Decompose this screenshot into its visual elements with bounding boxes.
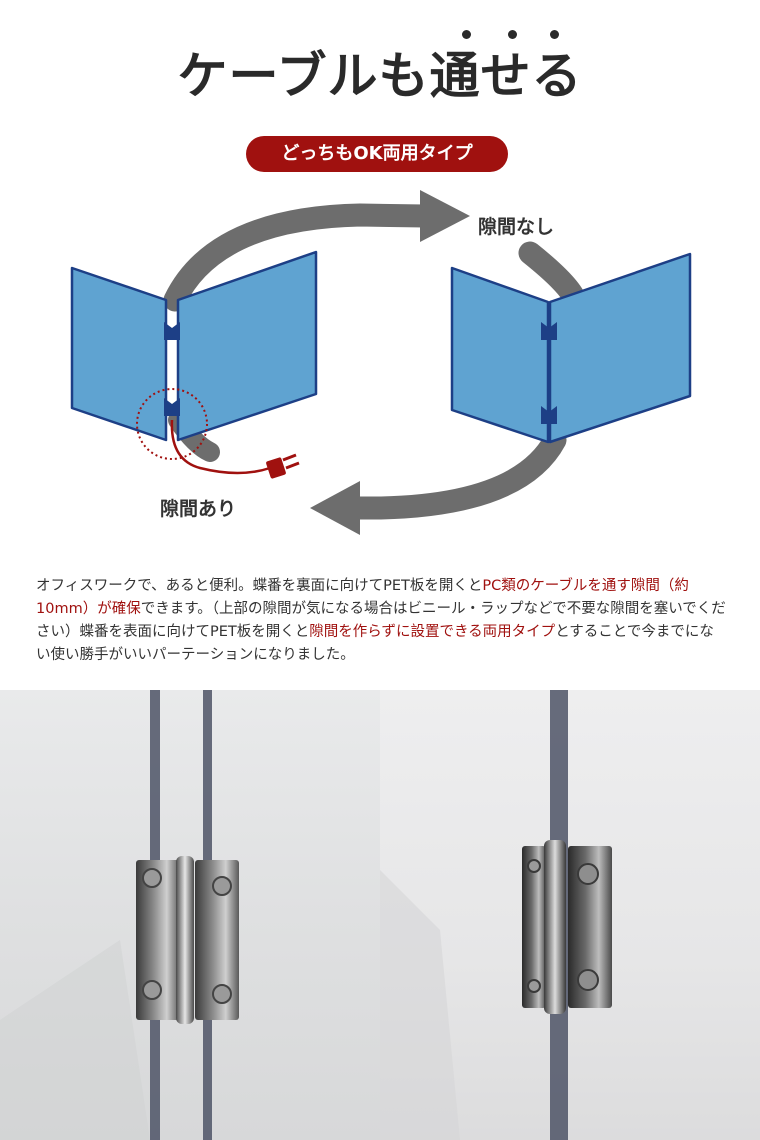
desc-part-1: オフィスワークで、あると便利。蝶番を裏面に向けてPET板を開くと bbox=[36, 578, 483, 594]
photo-hinge-no-gap bbox=[380, 690, 760, 1140]
hinge-icon bbox=[164, 322, 180, 416]
desc-part-2: できます。（上部の隙間が気になる場合はビニール・ラップなどで不要な隙間を塞いでく… bbox=[36, 601, 726, 640]
arrow-head-right bbox=[420, 190, 470, 242]
left-panel-b bbox=[176, 250, 318, 442]
arrow-head-left bbox=[310, 481, 360, 535]
hinge-icon bbox=[541, 322, 557, 424]
type-badge: どっちもOK両用タイプ bbox=[246, 136, 508, 172]
description: オフィスワークで、あると便利。蝶番を裏面に向けてPET板を開くとPC類のケーブル… bbox=[36, 575, 726, 667]
plug-icon bbox=[266, 453, 300, 479]
left-panel-a bbox=[70, 266, 168, 442]
desc-highlight-2: 隙間を作らずに設置できる両用タイプ bbox=[309, 624, 556, 640]
photo-right-svg bbox=[380, 690, 612, 1140]
desc-highlight-1: PC類のケーブルを通す隙間（約10mm）が確保 bbox=[36, 578, 689, 617]
photo-left-svg bbox=[0, 690, 239, 1140]
cable bbox=[170, 419, 271, 475]
photo-hinge-with-gap bbox=[0, 690, 380, 1140]
desc-part-3: とすることで今までにない使い勝手がいいパーテーションになりました。 bbox=[36, 624, 714, 663]
cycle-arrow-icon bbox=[343, 428, 567, 520]
right-panel-b bbox=[548, 252, 692, 444]
headline: ケーブルも通せる bbox=[177, 47, 583, 105]
label-with-gap: 隙間あり bbox=[160, 498, 237, 520]
emphasis-dots bbox=[460, 30, 580, 42]
cycle-arrow-icon bbox=[163, 203, 437, 312]
diagram-svg bbox=[70, 190, 692, 535]
label-no-gap: 隙間なし bbox=[478, 216, 555, 238]
usage-diagram: 隙間なし 隙間あり bbox=[0, 180, 760, 540]
right-panel-a bbox=[450, 266, 550, 444]
arrow-tail-right bbox=[518, 241, 587, 312]
gap-highlight-circle bbox=[136, 388, 208, 460]
